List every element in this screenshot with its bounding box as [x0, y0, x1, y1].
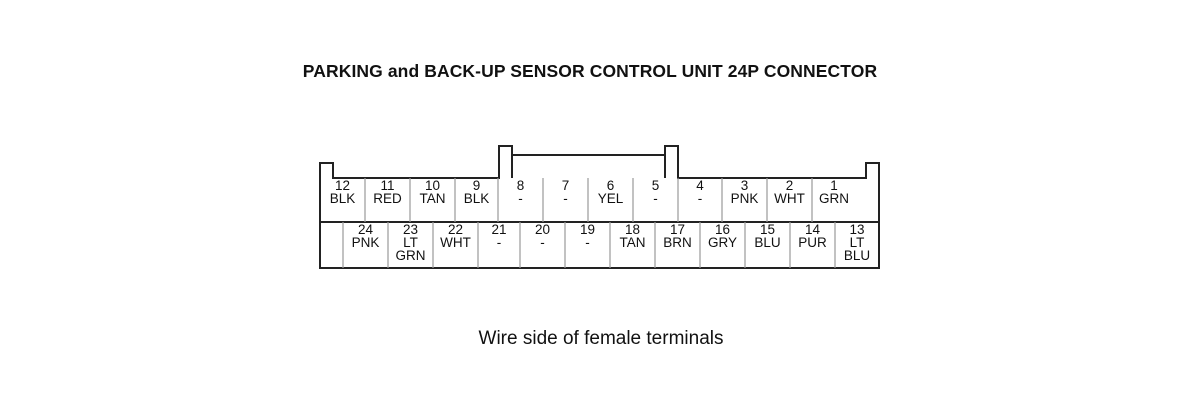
terminal-number: 18: [624, 222, 641, 237]
terminal-number: 4: [696, 178, 704, 193]
terminal-19: 19-: [567, 222, 608, 250]
wire-color: -: [540, 235, 545, 250]
wire-color: -: [563, 191, 568, 206]
terminal-number: 14: [804, 222, 821, 237]
diagram-caption: Wire side of female terminals: [478, 328, 724, 349]
terminal-number: 1: [830, 178, 838, 193]
terminal-number: 5: [651, 178, 660, 193]
wire-color: WHT: [440, 235, 471, 250]
wire-color: PUR: [798, 235, 827, 250]
terminal-20: 20-: [522, 222, 563, 250]
terminal-21: 21-: [480, 222, 518, 250]
terminal-number: 15: [759, 222, 776, 237]
wire-color: WHT: [774, 191, 805, 206]
wire-color: BLU: [754, 235, 781, 250]
terminal-number: 13: [849, 222, 865, 237]
wire-color: GRN: [819, 191, 849, 206]
terminal-7: 7-: [545, 178, 586, 206]
terminal-number: 21: [491, 222, 507, 237]
terminal-number: 12: [334, 178, 351, 193]
wire-color: BLK: [463, 191, 490, 206]
wire-color: YEL: [597, 191, 624, 206]
wire-color: -: [496, 235, 502, 250]
wire-color: -: [653, 191, 658, 206]
wire-color: -: [697, 191, 703, 206]
wire-color: GRY: [707, 235, 737, 250]
wire-color: RED: [373, 191, 402, 206]
terminal-number: 9: [472, 178, 481, 193]
terminal-8: 8-: [500, 178, 541, 206]
terminal-number: 23: [402, 222, 419, 237]
terminal-number: 2: [785, 178, 794, 193]
wire-color: -: [518, 191, 523, 206]
wire-color: PNK: [351, 235, 380, 250]
wire-color: PNK: [730, 191, 759, 206]
terminal-number: 17: [669, 222, 686, 237]
terminal-number: 22: [447, 222, 464, 237]
terminal-number: 24: [357, 222, 374, 237]
terminal-4: 4-: [680, 178, 720, 206]
wire-color: TAN: [419, 191, 446, 206]
wire-color: -: [585, 235, 590, 250]
terminal-5: 5-: [635, 178, 676, 206]
terminal-number: 16: [714, 222, 731, 237]
terminal-number: 6: [606, 178, 615, 193]
wire-color: TAN: [619, 235, 646, 250]
terminal-number: 10: [424, 178, 441, 193]
wire-color: BLK: [329, 191, 356, 206]
terminal-number: 11: [380, 178, 395, 193]
terminal-number: 7: [561, 178, 570, 193]
terminal-number: 20: [534, 222, 551, 237]
terminal-number: 19: [579, 222, 596, 237]
diagram-title: PARKING and BACK-UP SENSOR CONTROL UNIT …: [302, 61, 878, 81]
terminal-number: 3: [740, 178, 749, 193]
terminal-number: 8: [516, 178, 525, 193]
wire-color: BRN: [663, 235, 692, 250]
